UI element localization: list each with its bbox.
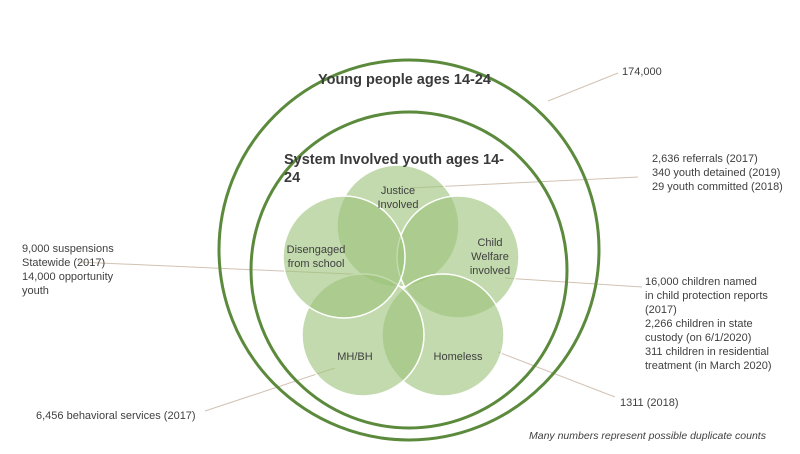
- inner-title: System Involved youth ages 14- 24: [284, 151, 524, 187]
- label-justice-line1: Justice: [380, 185, 416, 197]
- callout-child-welfare-line: (2017): [645, 304, 677, 316]
- label-child-welfare-line1: Child: [477, 237, 503, 249]
- petal-disengaged: [282, 195, 406, 319]
- callout-homeless-line: 1311 (2018): [620, 397, 679, 409]
- outer-title: Young people ages 14-24: [318, 72, 491, 88]
- callout-disengaged-line: youth: [22, 285, 49, 297]
- label-child-welfare-line2: Welfare: [471, 251, 509, 263]
- callout-justice: 2,636 referrals (2017) 340 youth detaine…: [652, 152, 783, 194]
- label-disengaged: Disengaged from school: [273, 243, 359, 271]
- callout-disengaged: 9,000 suspensions Statewide (2017) 14,00…: [22, 242, 114, 298]
- label-child-welfare-line3: involved: [469, 265, 511, 277]
- callout-mhbh: 6,456 behavioral services (2017): [36, 409, 196, 423]
- outer-ring: [217, 58, 601, 442]
- callout-child-welfare-line: custody (on 6/1/2020): [645, 332, 752, 344]
- label-homeless-line1: Homeless: [433, 351, 483, 363]
- callout-child-welfare-line: 311 children in residential: [645, 346, 769, 358]
- leader-outer-count: [547, 72, 619, 102]
- callout-disengaged-line: 14,000 opportunity: [22, 271, 114, 283]
- leader-homeless: [497, 351, 616, 398]
- leader-child-welfare: [504, 277, 643, 288]
- label-mhbh: MH/BH: [315, 350, 395, 364]
- callout-child-welfare-line: treatment (in March 2020): [645, 360, 772, 372]
- label-justice-line2: Involved: [377, 199, 419, 211]
- callout-mhbh-line: 6,456 behavioral services (2017): [36, 410, 196, 422]
- callout-justice-line: 29 youth committed (2018): [652, 181, 783, 193]
- inner-title-line2: 24: [284, 170, 301, 186]
- callout-homeless: 1311 (2018): [620, 396, 679, 410]
- inner-title-line1: System Involved youth ages 14-: [284, 152, 504, 168]
- footnote: Many numbers represent possible duplicat…: [529, 430, 766, 442]
- label-disengaged-line1: Disengaged: [286, 244, 346, 256]
- label-disengaged-line2: from school: [287, 258, 345, 270]
- callout-justice-line: 2,636 referrals (2017): [652, 153, 758, 165]
- callout-disengaged-line: 9,000 suspensions: [22, 243, 114, 255]
- inner-ring: [249, 110, 569, 430]
- callout-child-welfare-line: in child protection reports: [645, 290, 768, 302]
- callout-outer-count: 174,000: [622, 66, 662, 78]
- label-justice: Justice Involved: [358, 184, 438, 212]
- label-child-welfare: Child Welfare involved: [450, 236, 530, 278]
- callout-justice-line: 340 youth detained (2019): [652, 167, 781, 179]
- label-mhbh-line1: MH/BH: [337, 351, 373, 363]
- callout-child-welfare: 16,000 children named in child protectio…: [645, 275, 772, 373]
- leader-mhbh: [204, 367, 336, 412]
- leader-justice: [409, 176, 639, 189]
- label-homeless: Homeless: [418, 350, 498, 364]
- callout-child-welfare-line: 16,000 children named: [645, 276, 757, 288]
- callout-disengaged-line: Statewide (2017): [22, 257, 106, 269]
- callout-child-welfare-line: 2,266 children in state: [645, 318, 753, 330]
